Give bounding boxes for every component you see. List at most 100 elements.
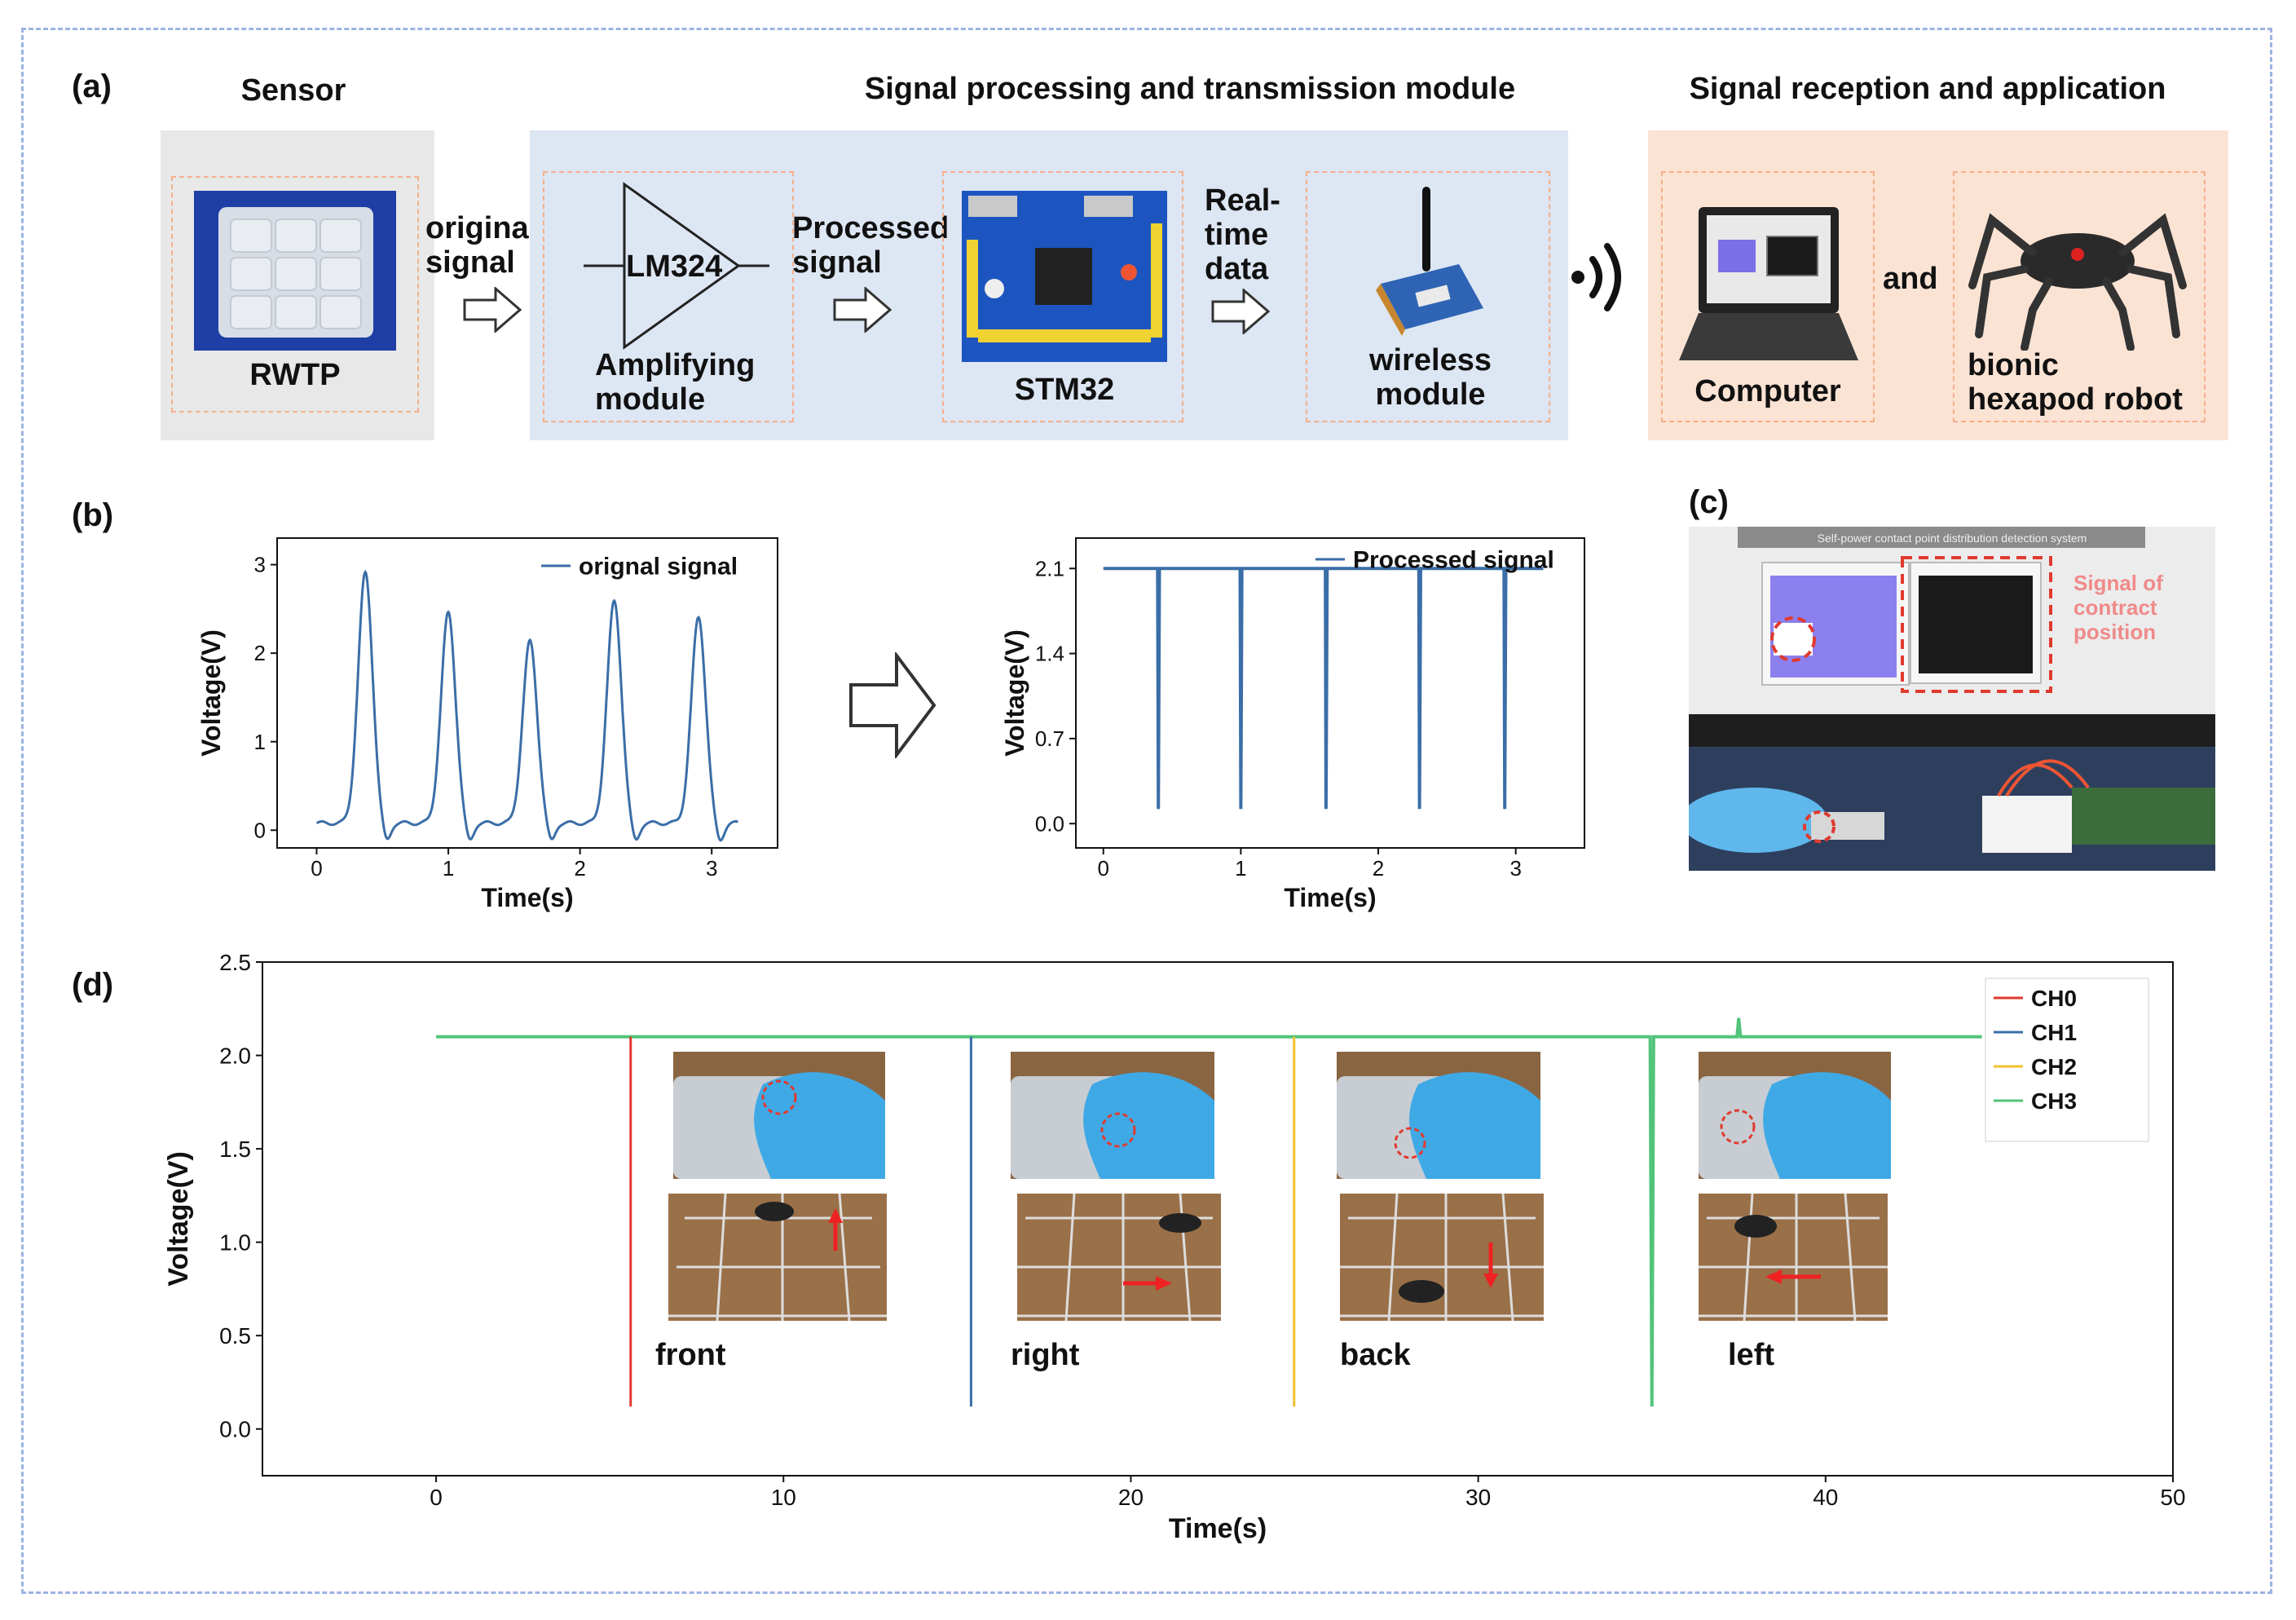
x-tick-label: 3 bbox=[706, 856, 717, 881]
inset-robot-back bbox=[1340, 1194, 1544, 1321]
wireless-name-line2: module bbox=[1375, 377, 1486, 412]
legend-label: orignal signal bbox=[579, 554, 738, 580]
amplifier-chip-label: LM324 bbox=[626, 249, 723, 284]
computer-name: Computer bbox=[1694, 374, 1841, 408]
plot-frame bbox=[276, 537, 778, 849]
hand-left-illustration bbox=[1699, 1072, 1891, 1179]
y-tick-label: 2.1 bbox=[1035, 556, 1064, 580]
sensor-pad-illustration bbox=[218, 207, 373, 338]
sensor-photo bbox=[194, 191, 396, 351]
wireless-module-illustration bbox=[1376, 187, 1483, 336]
amplifier-name-line1: Amplifying bbox=[595, 348, 756, 382]
x-tick-label: 40 bbox=[1813, 1485, 1838, 1510]
demo-photo bbox=[1689, 527, 2215, 871]
panel-d-label: (d) bbox=[72, 967, 114, 1003]
y-tick-label: 2.0 bbox=[219, 1043, 251, 1068]
y-tick-label: 0.5 bbox=[219, 1323, 251, 1349]
inset-hand-left bbox=[1699, 1052, 1891, 1179]
arrow1-label-line2: signal bbox=[425, 245, 515, 280]
arrow3-label-line1: Real- bbox=[1205, 183, 1280, 218]
robot-right-illustration bbox=[1017, 1194, 1221, 1321]
arrow3-label-line3: data bbox=[1205, 252, 1269, 286]
annotation-line1: Signal of bbox=[2073, 571, 2163, 595]
wireless-dashed-box bbox=[1306, 171, 1550, 422]
arrow2-label-line1: Processed bbox=[792, 211, 950, 245]
x-axis-label: Time(s) bbox=[1169, 1513, 1267, 1544]
legend-label: CH2 bbox=[2031, 1054, 2077, 1079]
y-tick-label: 2 bbox=[254, 641, 266, 665]
x-tick-label: 30 bbox=[1465, 1485, 1491, 1510]
amplifier-name-line2: module bbox=[595, 382, 706, 417]
robot-back-illustration bbox=[1340, 1194, 1544, 1321]
x-axis-label: Time(s) bbox=[1284, 883, 1376, 912]
direction-back: back bbox=[1340, 1338, 1411, 1372]
robot-name-line1: bionic bbox=[1968, 348, 2059, 382]
inset-hand-back bbox=[1337, 1052, 1540, 1179]
header-processing: Signal processing and transmission modul… bbox=[864, 72, 1516, 106]
x-tick-label: 1 bbox=[1235, 856, 1246, 881]
robot-name-line2: hexapod robot bbox=[1968, 382, 2183, 417]
legend-label: CH1 bbox=[2031, 1020, 2077, 1045]
y-tick-label: 1.4 bbox=[1035, 642, 1064, 666]
robot-front-illustration bbox=[668, 1194, 887, 1321]
inset-robot-right bbox=[1017, 1194, 1221, 1321]
arrow3-label-line2: time bbox=[1205, 218, 1269, 252]
arrow2-label-line2: signal bbox=[792, 245, 882, 280]
arrow2-icon bbox=[833, 287, 892, 333]
x-tick-label: 1 bbox=[443, 856, 454, 881]
wireless-signal-icon bbox=[1571, 243, 1621, 311]
x-tick-label: 3 bbox=[1509, 856, 1521, 881]
y-tick-label: 0.0 bbox=[1035, 811, 1064, 836]
y-tick-label: 0 bbox=[254, 818, 266, 842]
stm32-board-photo bbox=[962, 191, 1167, 362]
big-right-arrow-icon bbox=[849, 652, 936, 758]
annotation-line3: position bbox=[2073, 620, 2157, 644]
sensor-dashed-box bbox=[171, 176, 419, 413]
wireless-name-line1: wireless bbox=[1369, 343, 1492, 377]
x-tick-label: 0 bbox=[311, 856, 322, 881]
y-tick-label: 0.0 bbox=[219, 1417, 251, 1442]
legend-label: Processed signal bbox=[1353, 547, 1554, 574]
x-tick-label: 2 bbox=[1373, 856, 1384, 881]
laptop-icon bbox=[1679, 207, 1858, 360]
header-reception: Signal reception and application bbox=[1689, 72, 2166, 106]
direction-front: front bbox=[655, 1338, 726, 1372]
amplifier-dashed-box bbox=[543, 171, 794, 422]
x-tick-label: 20 bbox=[1118, 1485, 1144, 1510]
series-line-ch3 bbox=[436, 1017, 1982, 1407]
y-axis-label: Voltage(V) bbox=[1000, 629, 1029, 757]
y-tick-label: 1 bbox=[254, 730, 266, 754]
inset-robot-left bbox=[1699, 1194, 1888, 1321]
demo-photo-title: Self-power contact point distribution de… bbox=[1818, 532, 2087, 545]
plot-frame bbox=[1075, 537, 1585, 849]
robot-left-illustration bbox=[1699, 1194, 1888, 1321]
hand-right-illustration bbox=[1011, 1072, 1214, 1179]
y-tick-label: 2.5 bbox=[219, 950, 251, 975]
arrow1-label-line1: original bbox=[425, 211, 538, 245]
panel-a-label: (a) bbox=[72, 68, 112, 104]
demo-photo-illustration bbox=[1689, 527, 2215, 871]
legend-label: CH0 bbox=[2031, 986, 2077, 1011]
x-tick-label: 0 bbox=[1097, 856, 1108, 881]
conjunction-and: and bbox=[1883, 262, 1938, 296]
y-axis-label: Voltage(V) bbox=[196, 629, 226, 757]
header-sensor: Sensor bbox=[240, 73, 346, 108]
amplifier-triangle-icon bbox=[584, 182, 769, 350]
direction-right: right bbox=[1011, 1338, 1080, 1372]
arrow3-icon bbox=[1211, 289, 1270, 334]
mcu-name: STM32 bbox=[1014, 373, 1115, 407]
panel-b-label: (b) bbox=[72, 497, 114, 533]
x-tick-label: 50 bbox=[2160, 1485, 2185, 1510]
inset-robot-front bbox=[668, 1194, 887, 1321]
y-tick-label: 3 bbox=[254, 553, 266, 577]
x-tick-label: 10 bbox=[771, 1485, 796, 1510]
panel-c-label: (c) bbox=[1689, 484, 1729, 520]
x-tick-label: 0 bbox=[430, 1485, 443, 1510]
inset-hand-front bbox=[673, 1052, 885, 1179]
series-line-orignal-signal bbox=[315, 569, 738, 842]
legend-label: CH3 bbox=[2031, 1088, 2077, 1114]
hand-front-illustration bbox=[673, 1072, 885, 1179]
